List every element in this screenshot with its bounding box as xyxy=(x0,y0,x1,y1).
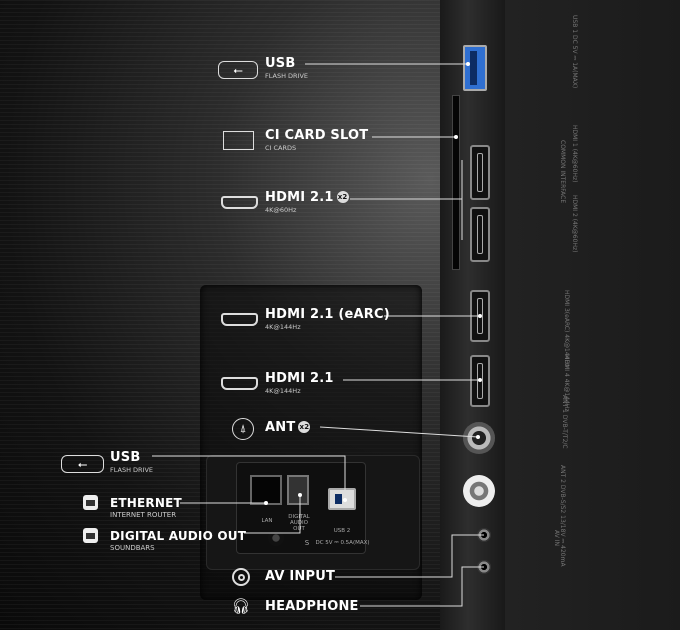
hdmi2-port xyxy=(470,207,490,262)
av-input-icon xyxy=(232,568,250,586)
usb1-port xyxy=(463,45,487,91)
hdmi-icon xyxy=(221,196,258,209)
label-subtitle: SOUNDBARS xyxy=(110,544,155,552)
line-av-input xyxy=(335,534,484,578)
line-headphone xyxy=(360,566,484,607)
label-subtitle: INTERNET ROUTER xyxy=(110,511,177,519)
label-usb-top: USB FLASH DRIVE xyxy=(265,56,308,80)
plate-label-lan: LAN xyxy=(261,518,273,524)
label-title: HDMI 2.1 xyxy=(265,190,334,205)
count-badge: x2 xyxy=(336,191,349,203)
line-digital-audio xyxy=(244,495,301,534)
port-label-panel xyxy=(505,0,680,630)
ci-card-slot xyxy=(452,95,460,270)
antenna-icon: ⍋ xyxy=(232,418,254,440)
usb2-port xyxy=(328,488,356,510)
hdmi-icon xyxy=(221,377,258,390)
plate-label-screw: S xyxy=(304,539,310,547)
screw xyxy=(268,530,284,546)
label-subtitle: FLASH DRIVE xyxy=(110,466,154,474)
card-slot-icon xyxy=(223,131,254,150)
label-ci-card: CI CARD SLOT CI CARDS xyxy=(265,128,368,152)
label-headphone: HEADPHONE xyxy=(265,599,359,614)
label-title: USB xyxy=(265,56,296,71)
label-hdmi-earc: HDMI 2.1 (eARC) 4K@144Hz xyxy=(265,307,390,331)
plate-label-digital-audio: DIGITAL AUDIO OUT xyxy=(288,514,310,532)
label-title: CI CARD SLOT xyxy=(265,128,369,143)
label-title: AV INPUT xyxy=(265,569,336,584)
ant2-port xyxy=(463,475,495,507)
ethernet-icon xyxy=(83,528,98,543)
usb-icon: ⭠ xyxy=(61,455,104,473)
label-title: HEADPHONE xyxy=(265,599,359,614)
hdmi-icon xyxy=(221,313,258,326)
label-subtitle: 4K@144Hz xyxy=(265,387,301,395)
plate-label-usb2-power: DC 5V ⎓ 0.5A(MAX) xyxy=(315,540,370,546)
label-digital-audio: DIGITAL AUDIO OUT SOUNDBARS xyxy=(110,529,246,552)
label-title: ETHERNET xyxy=(110,496,182,510)
label-title: HDMI 2.1 (eARC) xyxy=(265,307,390,322)
label-hdmi-144: HDMI 2.1 4K@144Hz xyxy=(265,371,334,395)
label-title: ANT xyxy=(265,420,296,435)
hdmi1-port xyxy=(470,145,490,200)
label-title: HDMI 2.1 xyxy=(265,371,334,386)
plate-label-usb2: USB 2 xyxy=(333,528,351,534)
headphone-icon: 🎧︎ xyxy=(231,597,251,615)
label-subtitle: FLASH DRIVE xyxy=(265,72,309,80)
label-subtitle: 4K@60Hz xyxy=(265,206,297,214)
label-title: DIGITAL AUDIO OUT xyxy=(110,529,247,543)
label-subtitle: 4K@144Hz xyxy=(265,323,301,331)
label-usb-bottom: USB FLASH DRIVE xyxy=(110,450,153,474)
line-ant xyxy=(319,426,479,438)
ethernet-icon xyxy=(83,495,98,510)
label-ethernet: ETHERNET INTERNET ROUTER xyxy=(110,496,182,519)
label-av-input: AV INPUT xyxy=(265,569,335,584)
count-badge: x2 xyxy=(298,421,311,433)
optical-port xyxy=(287,475,309,505)
usb-icon: ⭠ xyxy=(218,61,258,79)
line-usb2 xyxy=(152,455,346,500)
label-title: USB xyxy=(110,450,141,465)
label-subtitle: CI CARDS xyxy=(265,144,297,152)
